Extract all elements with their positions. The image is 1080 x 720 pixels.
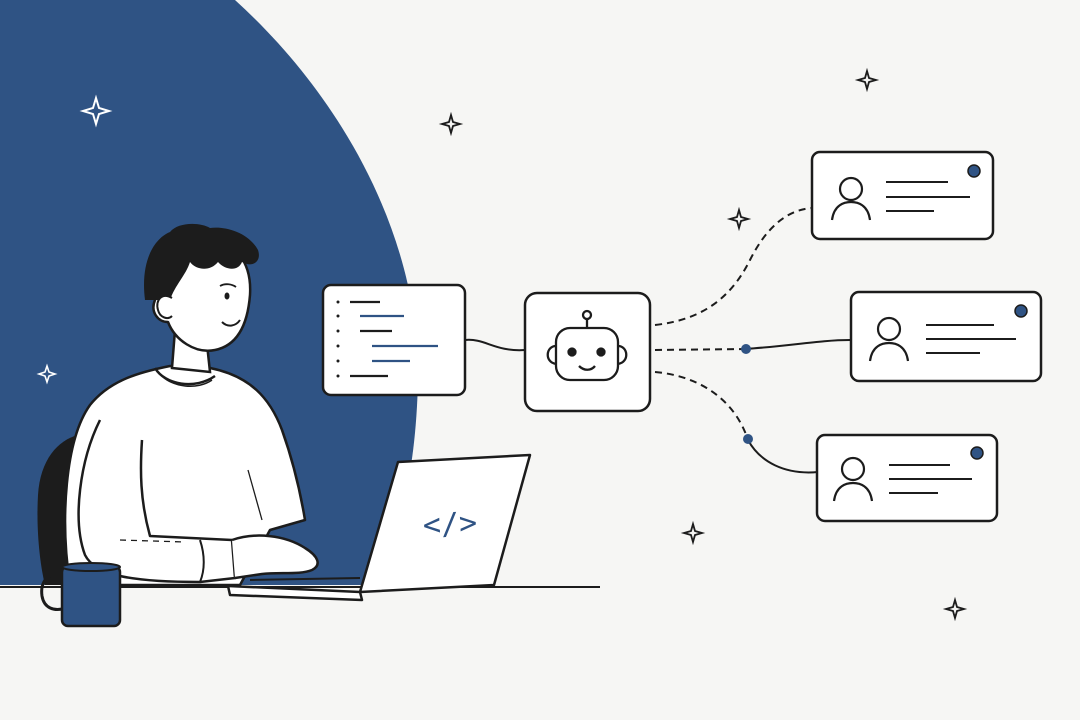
status-dot [970,446,984,460]
robot-face-icon [546,309,628,382]
sweater-collar [153,367,216,386]
connector-line [464,338,526,352]
user-avatar-icon [830,176,872,221]
laptop-screen [358,453,532,594]
user-avatar-icon [868,316,910,362]
sparkle-icon [438,111,464,137]
sweater-collar-inner [159,373,213,387]
code-brackets-icon: </> [422,506,478,544]
sleeve-cuff [199,539,205,583]
person-smile [221,319,241,327]
connector-middle [654,348,746,351]
laptop-base [226,584,364,602]
person-arm [77,419,237,584]
sparkle-icon [854,67,880,93]
output-card [810,150,995,241]
sparkle-icon [942,596,968,622]
card-text-lines [889,464,972,494]
sparkle-icon [726,206,752,232]
connector-node [741,344,751,354]
user-avatar-icon [832,456,874,502]
card-text-lines [886,181,970,212]
status-dot [967,164,981,178]
connector-top [654,207,813,326]
output-card [849,290,1043,383]
sparkle-icon [680,520,706,546]
connector-middle-solid [744,339,851,350]
card-text-lines [926,324,1016,354]
person-ear [156,294,173,319]
status-dot [1014,304,1028,318]
laptop-keyboard-edge [249,577,361,581]
code-panel [321,283,467,397]
sweater-fold [247,469,263,521]
sparkle-icon [79,94,113,128]
person-eyebrow [219,283,237,288]
person-eye [224,292,230,300]
laptop: </> [226,453,532,602]
connector-bottom-solid [747,439,819,474]
coffee-mug-icon [40,562,122,628]
connector-bottom [654,371,749,441]
output-card [815,433,999,523]
robot-hub [523,291,652,413]
person-hand [231,534,319,580]
connector-node [743,434,753,444]
person-hair [144,223,259,300]
sparkle-icon [36,363,58,385]
